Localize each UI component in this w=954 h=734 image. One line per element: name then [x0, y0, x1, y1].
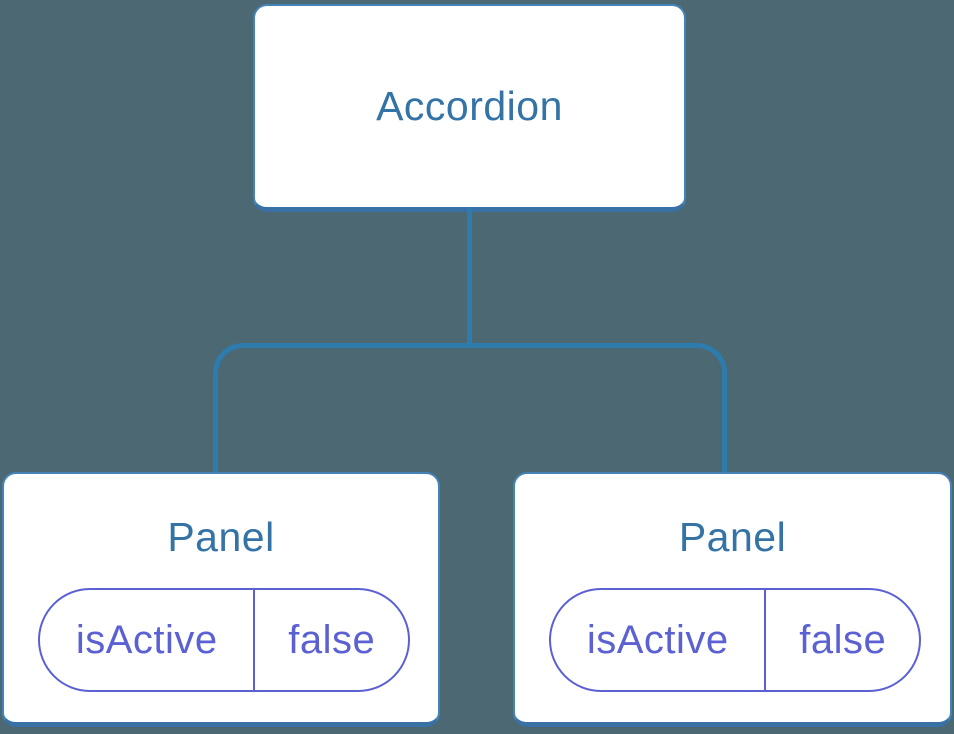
state-pill: isActive false: [549, 588, 921, 692]
accordion-node-label: Accordion: [376, 83, 563, 129]
state-key: isActive: [551, 590, 767, 690]
connector-stem-line: [467, 208, 472, 348]
panel-node-right: Panel isActive false: [513, 472, 952, 727]
state-value: false: [288, 617, 376, 662]
state-key: isActive: [40, 590, 256, 690]
state-pill: isActive false: [38, 588, 410, 692]
panel-node-label: Panel: [167, 514, 275, 560]
panel-node-label: Panel: [678, 514, 787, 560]
panel-node-left: Panel isActive false: [2, 472, 440, 727]
accordion-node: Accordion: [253, 4, 686, 212]
connector-branch-line: [213, 343, 727, 472]
state-value: false: [799, 617, 887, 662]
